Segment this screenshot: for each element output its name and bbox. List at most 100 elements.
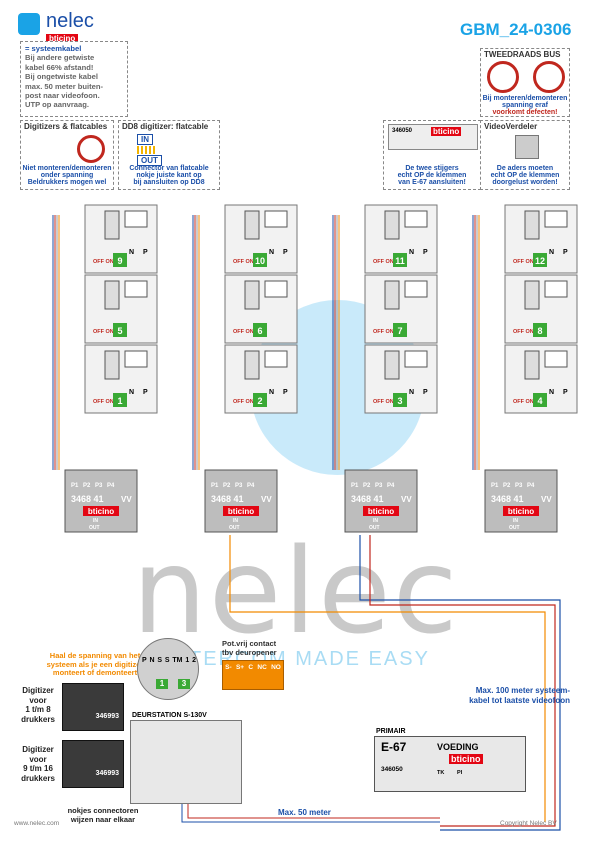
max100-note: Max. 100 meter systeem- kabel tot laatst… (430, 686, 570, 706)
dd8-connector (137, 146, 155, 154)
distributor-port: P2 (363, 483, 371, 489)
distributor-brand-bg (363, 506, 399, 516)
note-cable: = systeemkabel Bij andere getwiste kabel… (20, 41, 128, 117)
logo-icon (18, 13, 40, 35)
distributor-brand-bg (503, 506, 539, 516)
header-logo: nelec bticino (18, 10, 128, 43)
unit-p-label: P (423, 389, 428, 396)
stijgers-device: 346050 bticino (388, 124, 478, 150)
distributor-vv: VV (121, 495, 132, 504)
digitizer2-label-line: voor (29, 754, 47, 764)
note-bus-caption: spanning eraf (502, 102, 548, 109)
terminal-label: TM (172, 657, 183, 664)
logo-brand: bticino (46, 34, 79, 43)
psu-e67: E-67 VOEDING bticino 346050 TK PI (374, 736, 526, 792)
unit-number: 2 (257, 396, 262, 406)
note-bus-caption: voorkomt defecten! (492, 109, 558, 116)
off-on-label: OFF ON (373, 259, 394, 265)
note-cable-line: post naar videofoon. (25, 91, 100, 101)
no-flatcable-icon (77, 135, 105, 163)
terminal-num-right: 3 (178, 679, 190, 689)
unit-number: 7 (397, 326, 402, 336)
note-dd8-caption: bij aansluiten op DD8 (133, 179, 205, 186)
contact-title-line: Pot.vrij contact (222, 639, 277, 648)
unit-number-badge (113, 253, 127, 267)
digitizer1-label-line: voor (29, 695, 47, 705)
max50-note: Max. 50 meter (278, 808, 331, 817)
terminal-label: N (149, 657, 155, 664)
unit-number: 5 (117, 326, 122, 336)
footer-copyright: Copyright Nelec BV (500, 820, 557, 827)
distributor-port: P2 (223, 483, 231, 489)
unit-number-badge (533, 253, 547, 267)
distributor-port: P3 (515, 483, 523, 489)
terminal-label: 2 (192, 657, 196, 664)
digitizer2-module: 346993 (62, 740, 124, 788)
trunk-cable (229, 535, 546, 822)
distributor-brand: bticino (228, 507, 254, 516)
distributor-brand: bticino (508, 507, 534, 516)
note-stijgers: 346050 bticino De twee stijgers echt OP … (383, 120, 481, 190)
note-cable-line: Bij andere getwiste (25, 53, 95, 63)
unit-n-label: N (269, 389, 274, 396)
note-bus-title: TWEEDRAADS BUS (484, 50, 561, 59)
psu-name: E-67 (381, 740, 407, 754)
psu-term-pi: PI (457, 770, 463, 776)
note-dd8: DD8 digitizer: flatcable IN OUT Connecto… (118, 120, 220, 190)
unit-p-label: P (283, 249, 288, 256)
distributor-model: 3468 41 (491, 494, 524, 504)
note-videoverdeler-title: VideoVerdeler (484, 122, 538, 131)
relay-terminal-label: C (248, 664, 254, 671)
trunk-cable (359, 535, 561, 831)
relay-terminal-label: S+ (235, 664, 245, 671)
distributor-port: P1 (491, 483, 499, 489)
distributor-port: P4 (107, 483, 115, 489)
distributor-port: P3 (375, 483, 383, 489)
distributor-in: IN (373, 518, 378, 524)
distributor-out: OUT (229, 525, 240, 531)
unit-number-badge (253, 323, 267, 337)
unit-p-label: P (423, 249, 428, 256)
off-on-label: OFF ON (513, 259, 534, 265)
note-videoverdeler-caption: doorgelust worden! (492, 179, 558, 186)
max100-line: kabel tot laatste videofoon (469, 696, 570, 705)
distributor-model: 3468 41 (351, 494, 384, 504)
off-on-label: OFF ON (373, 399, 394, 405)
terminal-block (384, 210, 400, 240)
note-cable-line: kabel 66% afstand! (25, 62, 94, 72)
digitizer2-label-line: Digitizer (22, 745, 54, 754)
unit-number-badge (533, 323, 547, 337)
unit-number: 12 (535, 256, 545, 266)
terminal-block (244, 280, 260, 310)
terminal-block (524, 350, 540, 380)
monitor-screen-icon (404, 350, 428, 368)
distributor-port: P4 (247, 483, 255, 489)
note-videoverdeler-caption: De aders moeten (496, 165, 554, 172)
unit-number-badge (393, 253, 407, 267)
distributor-out: OUT (89, 525, 100, 531)
note-digitizers-title: Digitizers & flatcables (24, 122, 108, 131)
unit-number: 1 (117, 396, 122, 406)
terminal-block (104, 350, 120, 380)
distributor-vv: VV (261, 495, 272, 504)
off-on-label: OFF ON (233, 259, 254, 265)
max100-line: Max. 100 meter systeem- (475, 686, 570, 695)
distributor-brand: bticino (88, 507, 114, 516)
digitizer1-model: 346993 (95, 713, 119, 720)
note-videoverdeler: VideoVerdeler De aders moeten echt OP de… (480, 120, 570, 190)
distributor-port: P1 (211, 483, 219, 489)
trunk-cable (369, 535, 556, 827)
monitor-screen-icon (264, 210, 288, 228)
unit-number-badge (533, 393, 547, 407)
deurstation-unit (130, 720, 242, 804)
relay-terminal-label: NC (257, 664, 267, 671)
off-on-label: OFF ON (513, 399, 534, 405)
document-code: GBM_24-0306 (460, 20, 572, 39)
monitor-screen-icon (264, 280, 288, 298)
supply-note-line: Haal de spanning van het (49, 651, 141, 660)
note-cable-line: max. 50 meter buiten- (25, 81, 104, 91)
